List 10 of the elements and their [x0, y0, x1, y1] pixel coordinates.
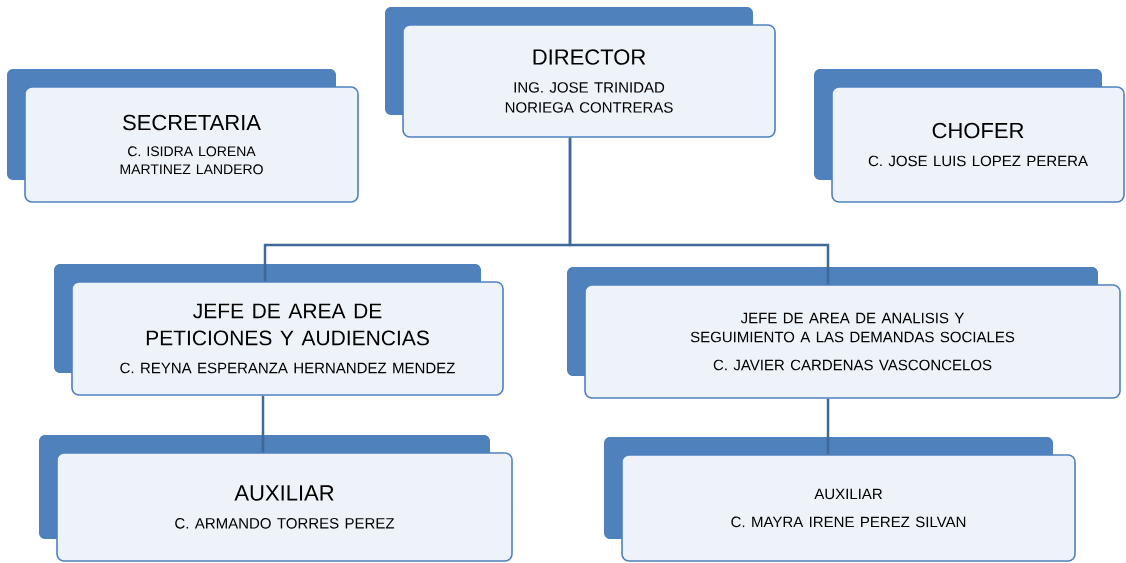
org-chart-box: DIRECTOR ING. JOSE TRINIDAD NORIEGA CONTRERAS: [385, 7, 776, 138]
connector-line: [826, 398, 830, 455]
org-chart-box: JEFE DE AREA DE PETICIONES Y AUDIENCIAS C. REYNA ESPERANZA HERNANDEZ MENDEZ: [54, 264, 504, 396]
connector-line: [568, 137, 830, 285]
connector-line: [261, 395, 265, 453]
org-chart-box: JEFE DE AREA DE ANALISIS Y SEGUIMIENTO A LAS DEMANDAS SOCIALES C. JAVIER CARDENAS VASCONCELOS: [567, 267, 1121, 399]
org-chart-box: AUXILIAR C. MAYRA IRENE PEREZ SILVAN: [604, 437, 1076, 562]
org-chart-box: CHOFER C. JOSE LUIS LOPEZ PERERA: [814, 69, 1125, 203]
org-chart-box: SECRETARIA C. ISIDRA LORENA MARTINEZ LANDERO: [7, 69, 359, 203]
org-chart-box: AUXILIAR C. ARMANDO TORRES PEREZ: [39, 435, 513, 562]
